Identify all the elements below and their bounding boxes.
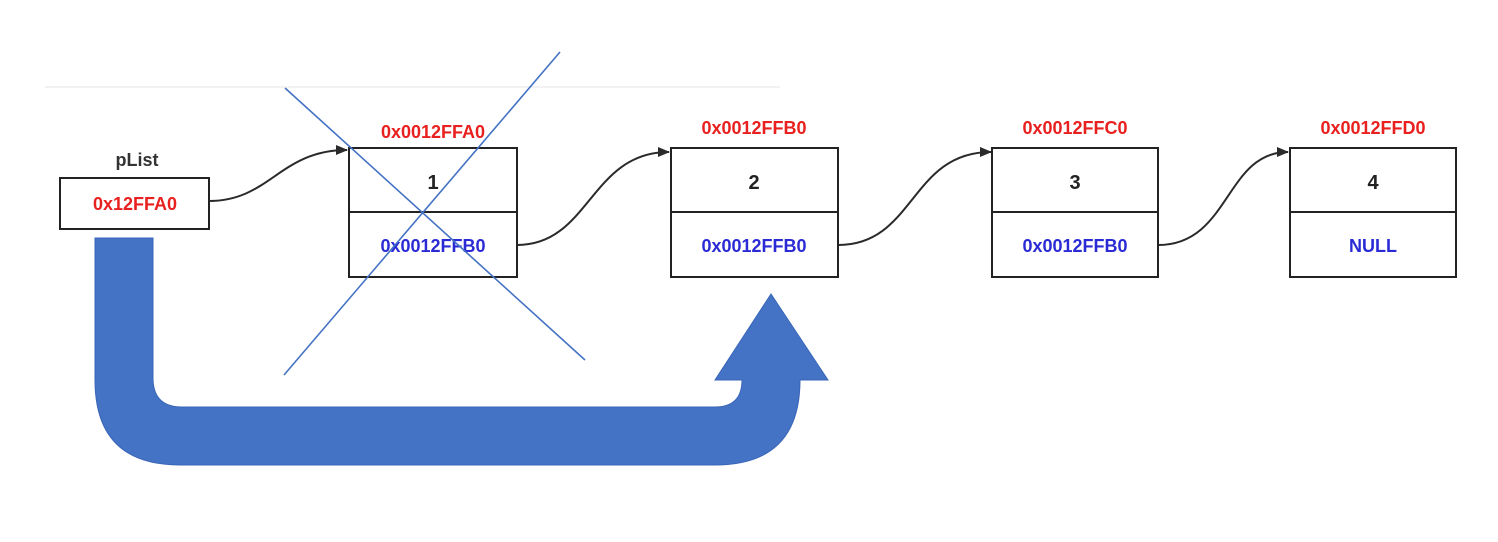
node-address: 0x0012FFC0 (1022, 118, 1127, 138)
node-value: 2 (748, 172, 759, 194)
node-address: 0x0012FFD0 (1320, 118, 1425, 138)
node-address: 0x0012FFA0 (381, 122, 485, 142)
link-node-1-to-node-2 (516, 147, 670, 246)
node-4: 0x0012FFD0 4 NULL (1289, 118, 1457, 278)
link-node-2-to-node-3 (837, 147, 992, 246)
node-next: 0x0012FFB0 (380, 236, 485, 256)
node-value: 3 (1069, 172, 1080, 194)
pointer-name: pList (116, 150, 159, 170)
cross-stroke-a (284, 87, 586, 361)
pointer-variable: pList 0x12FFA0 (59, 150, 210, 230)
node-next: NULL (1349, 236, 1397, 256)
pointer-box (59, 177, 210, 230)
cross-stroke-b (283, 51, 561, 376)
link-node-3-to-node-4 (1157, 147, 1289, 246)
pointer-value: 0x12FFA0 (93, 194, 177, 214)
node-address: 0x0012FFB0 (701, 118, 806, 138)
link-pointer-to-node-1 (208, 145, 348, 202)
node-value: 4 (1367, 172, 1379, 194)
node-3: 0x0012FFC0 3 0x0012FFB0 (991, 118, 1159, 278)
node-next: 0x0012FFB0 (1022, 236, 1127, 256)
node-1: 0x0012FFA0 1 0x0012FFB0 (348, 122, 518, 278)
node-next: 0x0012FFB0 (701, 236, 806, 256)
node-2: 0x0012FFB0 2 0x0012FFB0 (670, 118, 839, 278)
delete-cross-mark (283, 51, 586, 376)
node-value: 1 (427, 172, 438, 194)
reroute-arrow (94, 237, 829, 466)
